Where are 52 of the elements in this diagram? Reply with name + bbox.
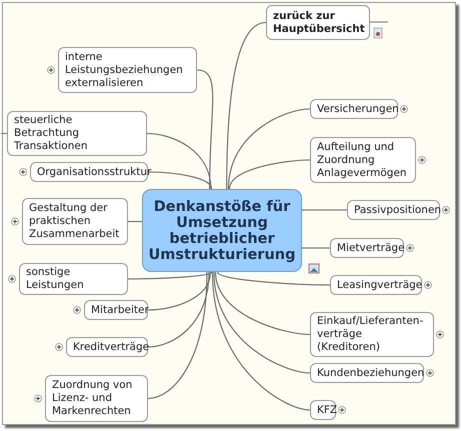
topic-box	[66, 337, 148, 357]
branch-line	[302, 247, 330, 249]
branch-line	[148, 272, 210, 348]
topic-text: Gestaltung der praktischen Zusammenarbeit	[29, 202, 120, 241]
branch-line	[148, 272, 212, 311]
topic-text: Organisationsstruktur	[37, 166, 152, 178]
topic-text: interne Leistungsbeziehungen externalisieren	[65, 50, 184, 90]
branch-line	[212, 272, 310, 411]
topic-text: Einkauf/Lieferanten-verträge (Kreditoren)	[317, 315, 424, 354]
topic-text: Zuordnung von Lizenz- und Markenrechten	[52, 379, 134, 418]
topic-text: Mietverträge	[337, 242, 405, 254]
branch-line	[196, 69, 214, 189]
topic-text: Kundenbeziehungen	[317, 366, 424, 380]
branch-line	[228, 159, 310, 190]
topic-text: steuerliche Betrachtung Transaktionen	[14, 114, 88, 153]
topic-text: zurück zur Hauptübersicht	[273, 10, 365, 36]
topic-box	[330, 275, 422, 295]
branch-line	[214, 272, 310, 336]
branch-line	[128, 220, 142, 222]
topic-text: Aufteilung und Zuordnung Anlagevermögen	[317, 140, 408, 180]
topic-box	[310, 99, 398, 119]
branch-line	[226, 22, 266, 189]
topic-box	[310, 400, 336, 420]
topic-text: Denkanstöße für Umsetzung betrieblicher Umstrukturierung	[148, 198, 296, 262]
topic-text: sonstige Leistungen	[26, 266, 85, 292]
topic-box	[310, 137, 416, 183]
branch-line	[228, 108, 310, 190]
topic-text: Versicherungen	[317, 102, 399, 116]
topic-text: KFZ	[317, 404, 338, 416]
branch-line	[146, 132, 212, 190]
topic-box	[45, 375, 148, 422]
topic-box	[310, 363, 424, 383]
topic-box	[266, 5, 370, 40]
topic-box	[19, 263, 128, 295]
branch-line	[302, 209, 347, 211]
topic-box	[347, 200, 440, 220]
topic-text: Passivpositionen	[354, 204, 442, 216]
branch-line	[213, 272, 310, 374]
branch-line	[148, 171, 212, 190]
topic-box	[22, 198, 128, 245]
topic-text: Kreditverträge	[73, 340, 150, 354]
topic-box	[330, 238, 404, 258]
topic-text: Leasingverträge	[337, 278, 422, 292]
topic-box	[7, 111, 147, 156]
branch-line	[148, 272, 208, 400]
topic-box	[310, 312, 434, 357]
branch-line	[128, 272, 212, 280]
topic-text: Mitarbeiter	[91, 304, 149, 316]
central-topic	[142, 189, 302, 272]
branch-line	[217, 272, 330, 286]
topic-box	[58, 47, 197, 93]
topic-box	[84, 300, 148, 320]
